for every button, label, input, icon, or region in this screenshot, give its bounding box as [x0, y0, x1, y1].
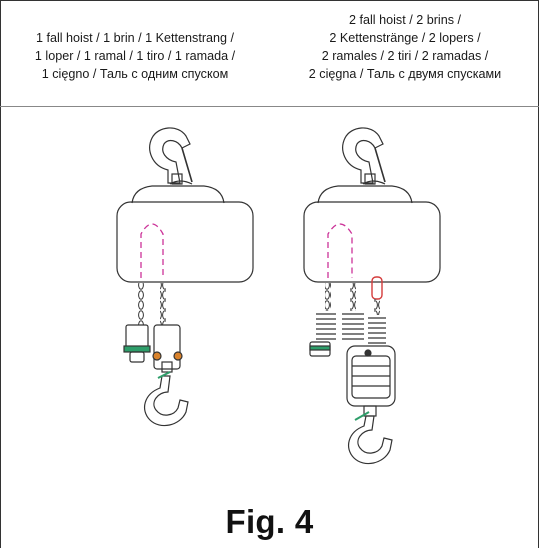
- caption-line: 1 cięgno / Таль с одним спуском: [41, 67, 229, 81]
- chain-right: [374, 299, 380, 315]
- hoist-top-mount: [317, 185, 413, 204]
- load-block: [346, 345, 396, 407]
- bottom-hook-icon: [347, 405, 393, 465]
- left-panel-caption: 1 fall hoist / 1 brin / 1 Kettenstrang /…: [0, 29, 270, 83]
- caption-line: 2 fall hoist / 2 brins /: [349, 13, 461, 27]
- chain-anchor-marker: [371, 276, 383, 300]
- frame-top-border: [0, 0, 539, 1]
- chain-spring-right: [368, 317, 386, 344]
- top-hook-icon: [149, 127, 193, 185]
- chain-left: [138, 283, 144, 325]
- right-panel-caption: 2 fall hoist / 2 brins / 2 Kettenstränge…: [262, 11, 539, 83]
- chain-end-stop: [123, 324, 151, 363]
- chain-middle: [350, 283, 356, 311]
- chain-spring-left: [309, 313, 336, 357]
- caption-line: 2 Kettenstränge / 2 lopers /: [329, 31, 481, 45]
- load-hook-block: [152, 324, 183, 373]
- chain-guide-path: [140, 223, 164, 278]
- chain-spring-middle: [342, 313, 364, 340]
- caption-line: 1 fall hoist / 1 brin / 1 Kettenstrang /: [35, 31, 235, 45]
- chain-right: [160, 283, 166, 325]
- chain-guide-path: [327, 223, 353, 278]
- top-hook-icon: [342, 127, 386, 185]
- figure-title: Fig. 4: [225, 503, 314, 540]
- chain-left: [325, 283, 331, 311]
- caption-line: 2 cięgna / Таль с двумя спусками: [308, 67, 502, 81]
- double-fall-hoist: [303, 127, 441, 465]
- single-fall-hoist: [116, 127, 254, 427]
- caption-line: 1 loper / 1 ramal / 1 tiro / 1 ramada /: [34, 49, 236, 63]
- hoist-body: [303, 201, 441, 283]
- caption-line: 2 ramales / 2 tiri / 2 ramadas /: [321, 49, 489, 63]
- hoist-body: [116, 201, 254, 283]
- hoist-top-mount: [131, 185, 225, 204]
- frame-divider: [0, 106, 539, 107]
- frame-left-border: [0, 0, 1, 548]
- bottom-hook-icon: [143, 371, 189, 427]
